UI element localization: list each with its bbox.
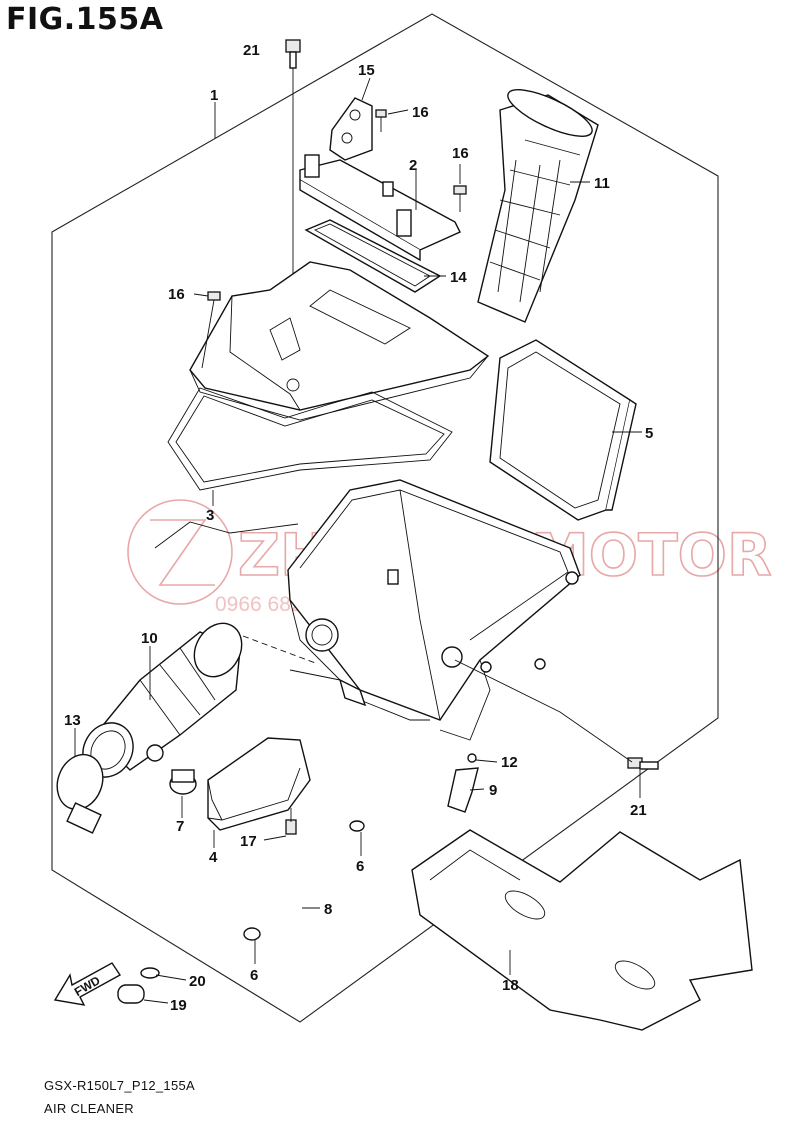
- bolt-21-bottom: [627, 757, 659, 770]
- label-11: 11: [594, 175, 610, 192]
- bracket-15: [329, 97, 373, 161]
- label-9: 9: [489, 782, 497, 799]
- label-6-b: 6: [250, 967, 258, 984]
- screw-16-a: [375, 109, 387, 132]
- label-7: 7: [176, 818, 184, 835]
- clip-20: [140, 967, 160, 979]
- bracket-9: [447, 767, 479, 813]
- clamp-13: [56, 753, 104, 834]
- part-labels: 1 2 3 4 5 6 6 7 8 9 10 11 12 13 14 15 16…: [64, 42, 653, 1014]
- diagram-code: GSX-R150L7_P12_155A: [44, 1078, 195, 1093]
- label-10: 10: [141, 630, 158, 647]
- clip-6-b: [243, 927, 261, 941]
- label-16-a: 16: [412, 104, 429, 121]
- label-21-a: 21: [243, 42, 260, 59]
- screw-16-b: [453, 185, 467, 212]
- label-21-b: 21: [630, 802, 647, 819]
- label-17: 17: [240, 833, 257, 850]
- label-15: 15: [358, 62, 375, 79]
- air-box-lower-case: [287, 479, 581, 741]
- watermark-logo-icon: [127, 499, 233, 605]
- label-8: 8: [324, 901, 332, 918]
- cover-2: [299, 154, 461, 262]
- drain-hose-8: [289, 694, 356, 991]
- label-16-c: 16: [168, 286, 185, 303]
- duct-10: [82, 622, 243, 778]
- label-5: 5: [645, 425, 653, 442]
- gasket-3: [167, 387, 453, 491]
- duct-11: [477, 89, 599, 323]
- bolt-21-top: [285, 39, 301, 69]
- label-12: 12: [501, 754, 518, 771]
- label-4: 4: [209, 849, 218, 866]
- label-18: 18: [502, 977, 519, 994]
- label-16-b: 16: [452, 145, 469, 162]
- label-6-a: 6: [356, 858, 364, 875]
- leader-lines: [74, 77, 642, 1004]
- plate-18: [411, 829, 753, 1031]
- label-14: 14: [450, 269, 467, 286]
- screw-17: [285, 808, 297, 835]
- label-2: 2: [409, 157, 417, 174]
- assembly-boundary: [51, 13, 719, 1023]
- clip-12: [467, 753, 477, 763]
- label-13: 13: [64, 712, 81, 729]
- label-20: 20: [189, 973, 206, 990]
- plug-19: [117, 984, 145, 1004]
- box-cover-4: [207, 737, 311, 831]
- label-3: 3: [206, 507, 214, 524]
- label-19: 19: [170, 997, 187, 1014]
- fwd-arrow-icon: FWD: [53, 962, 122, 1006]
- clamp-7: [169, 769, 197, 795]
- filter-element-5: [489, 339, 637, 521]
- upper-case: [189, 261, 490, 421]
- diagram-name: AIR CLEANER: [44, 1101, 134, 1116]
- label-1: 1: [210, 87, 218, 104]
- figure-title: FIG.155A: [6, 2, 164, 37]
- clip-6-a: [349, 820, 365, 832]
